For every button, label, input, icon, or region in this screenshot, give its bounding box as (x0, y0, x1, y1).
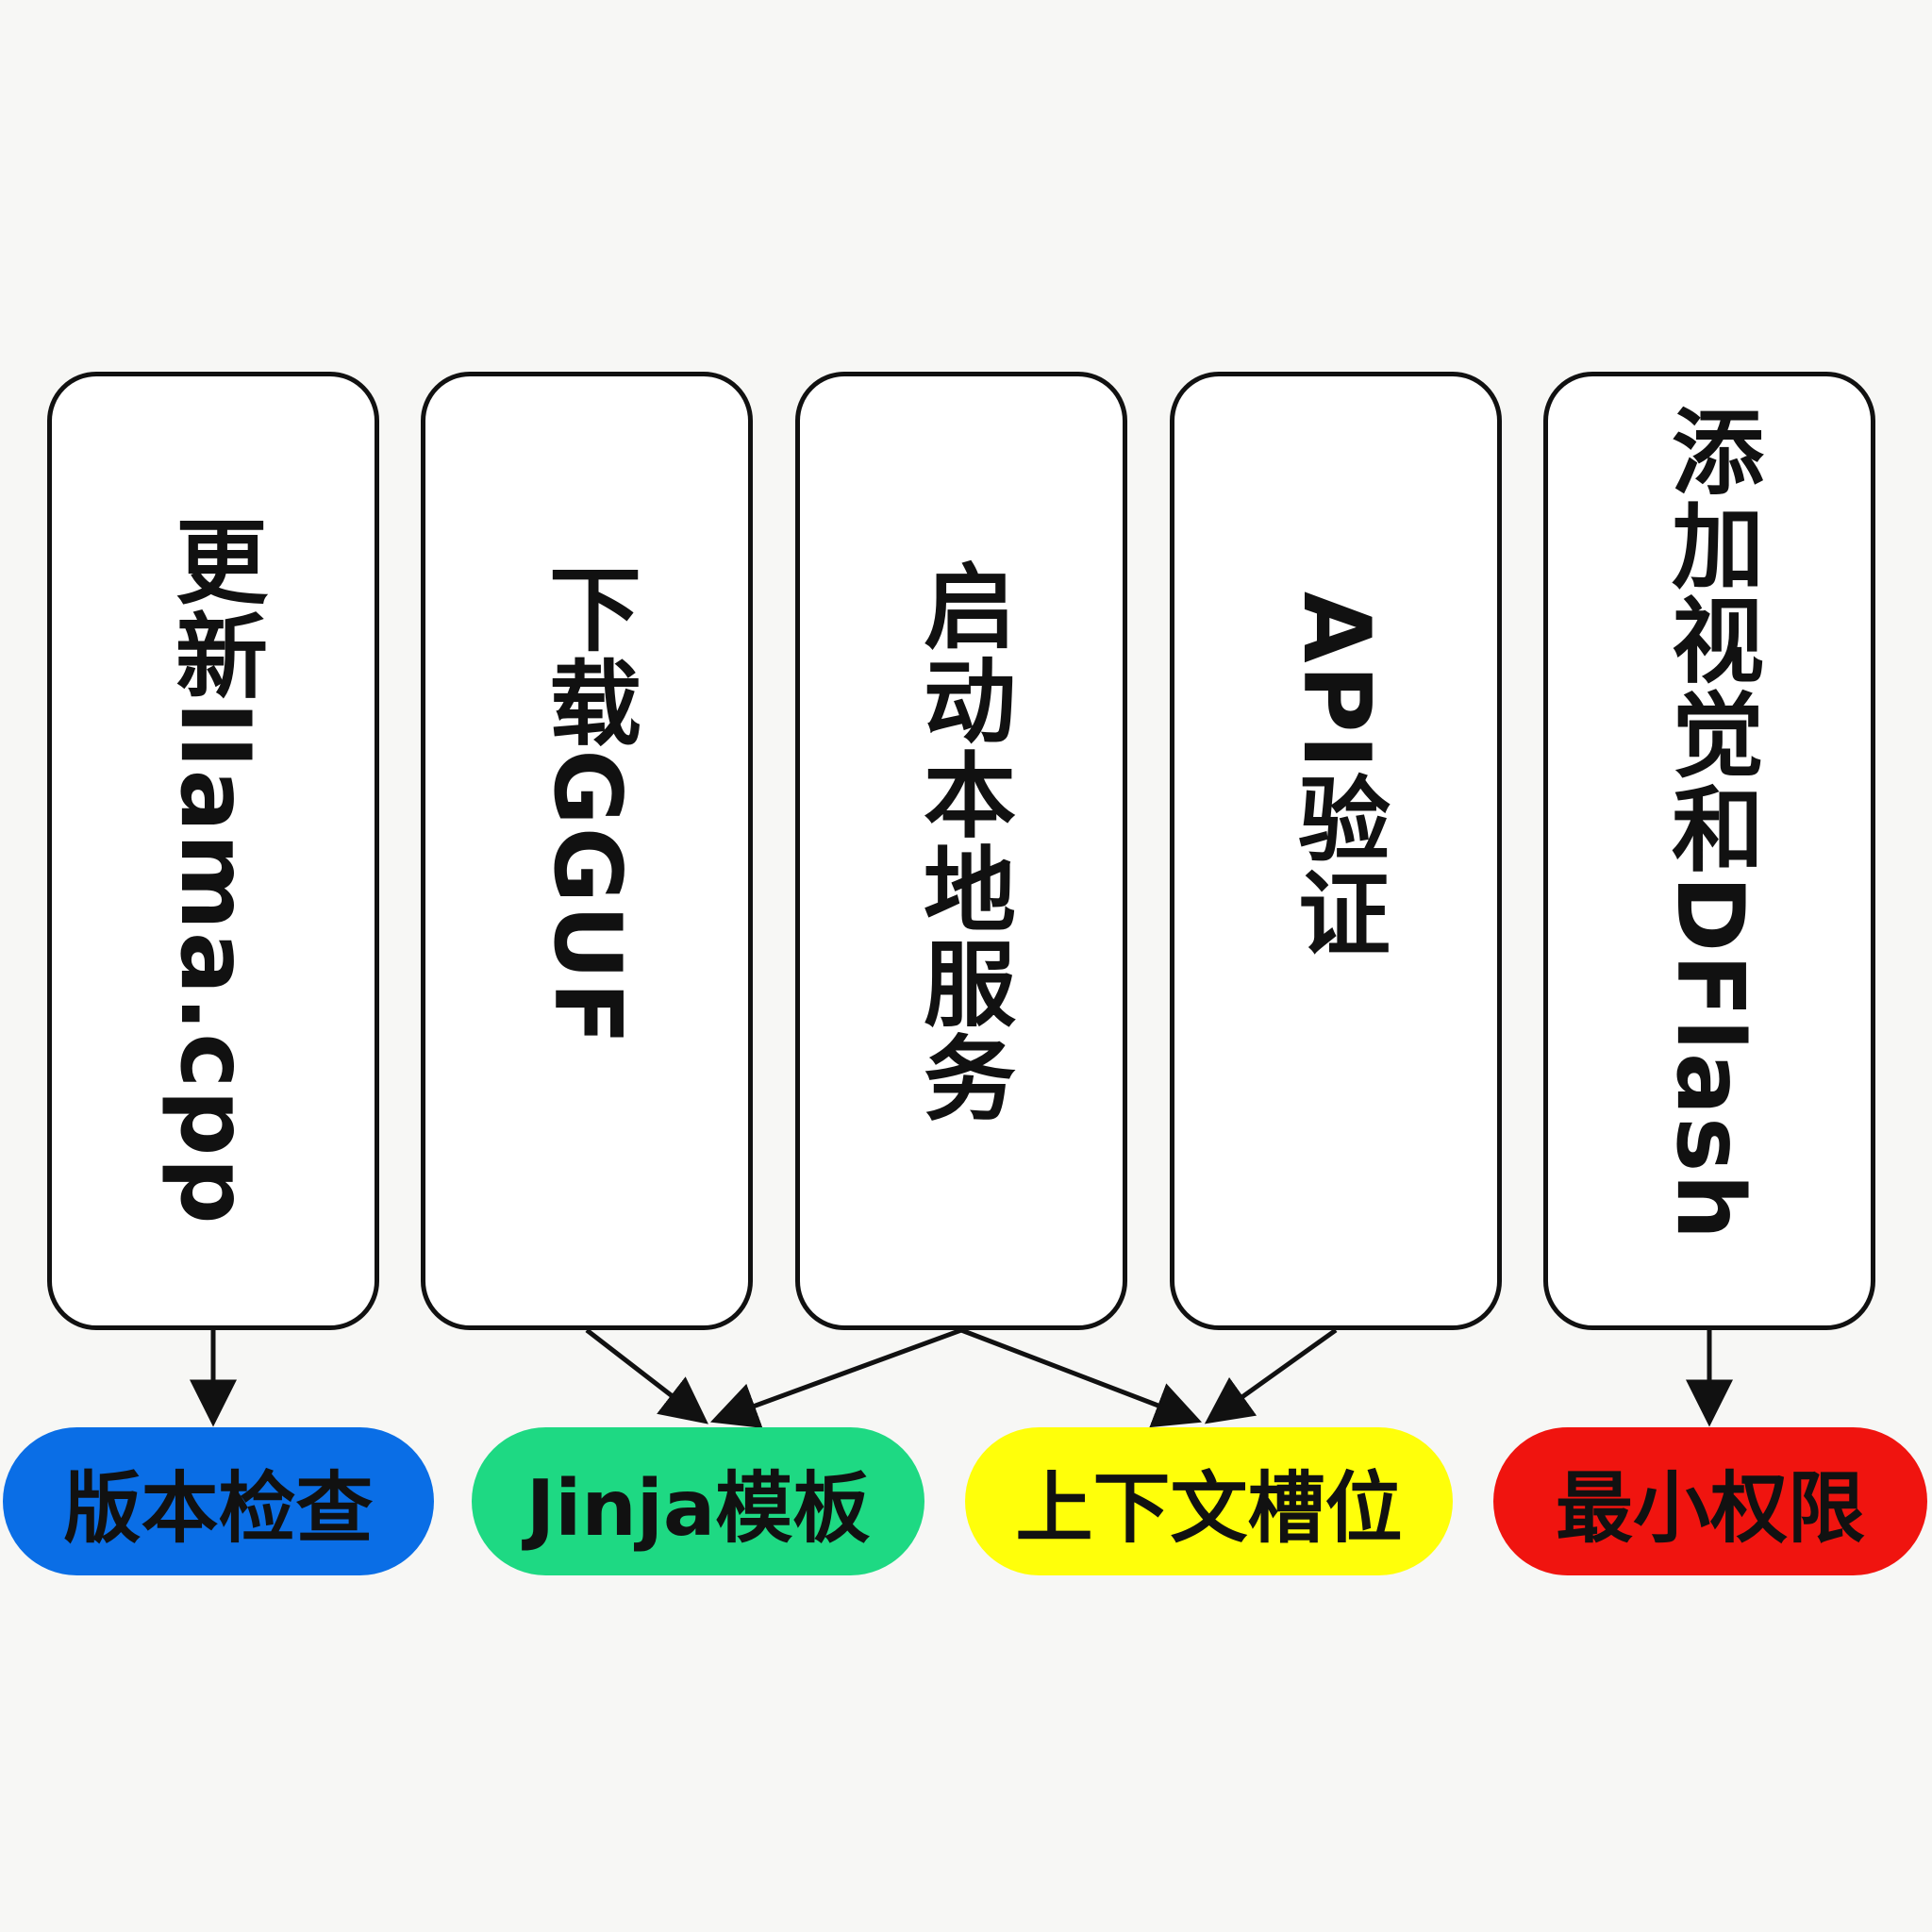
outcome-label: 版本检查 (63, 1464, 374, 1554)
step-label: 启动本地服务 (908, 558, 1015, 1124)
step-label: API验证 (1282, 591, 1390, 959)
outcome-label: 最小权限 (1555, 1464, 1865, 1554)
arrow-s4-o3 (1204, 1327, 1338, 1424)
step-box-start-local-service: 启动本地服务 (795, 372, 1127, 1330)
step-box-update-llama: 更新llama.cpp (47, 372, 379, 1330)
arrow-s3-o3 (960, 1327, 1203, 1428)
step-box-add-vision-dflash: 添加视觉和DFlash (1543, 372, 1875, 1330)
step-box-download-gguf: 下载GGUF (421, 372, 753, 1330)
step-label: 添加视觉和DFlash (1656, 403, 1763, 1241)
outcome-pill-version-check: 版本检查 (3, 1427, 434, 1575)
outcome-label: 上下文槽位 (1015, 1464, 1403, 1554)
outcome-pill-jinja-template: Jinja模板 (472, 1427, 924, 1575)
step-box-api-verify: API验证 (1170, 372, 1502, 1330)
step-label: 下载GGUF (533, 559, 641, 1047)
arrow-s2-o2 (585, 1328, 708, 1424)
outcome-pill-least-privilege: 最小权限 (1493, 1427, 1927, 1575)
outcome-label: Jinja模板 (525, 1464, 871, 1554)
step-label: 更新llama.cpp (159, 513, 267, 1226)
outcome-pill-context-slot: 上下文槽位 (965, 1427, 1453, 1575)
arrow-s3-o2 (709, 1327, 962, 1428)
